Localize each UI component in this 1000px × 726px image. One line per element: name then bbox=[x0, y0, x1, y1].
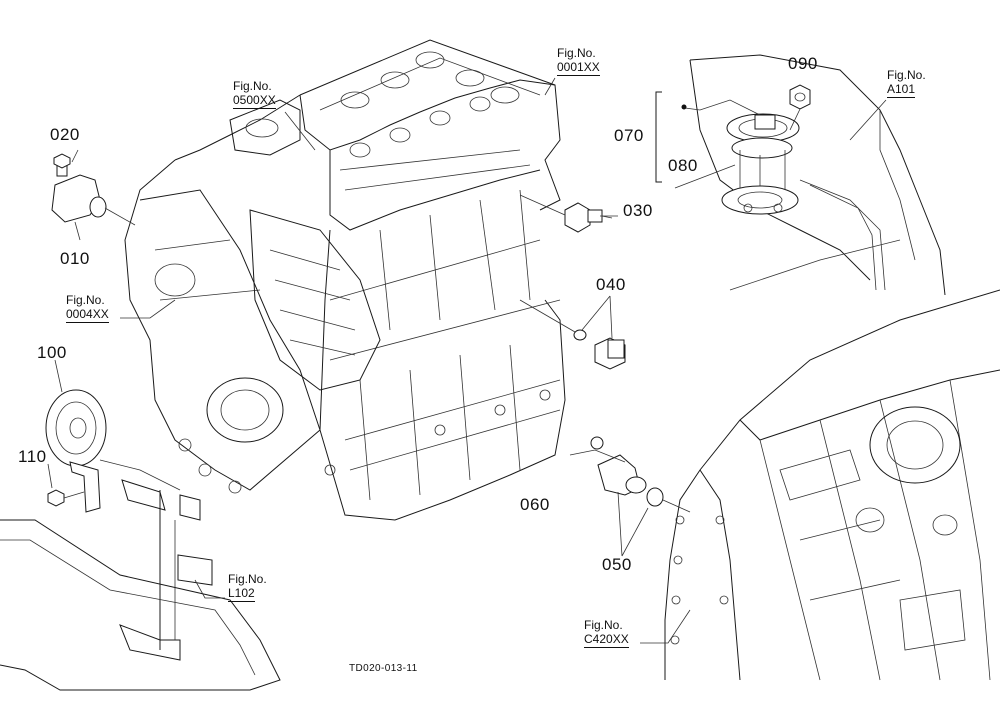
part-label-060: 060 bbox=[520, 495, 550, 514]
fig-ref-prefix: Fig.No. bbox=[557, 46, 596, 60]
fig-ref-prefix: Fig.No. bbox=[66, 293, 105, 307]
fig-ref-prefix: Fig.No. bbox=[887, 68, 926, 82]
fig-ref-c420xx[interactable]: Fig.No. C420XX bbox=[584, 618, 629, 648]
drawing-code: TD020-013-11 bbox=[349, 663, 418, 674]
sensor-050-060-drawing bbox=[569, 436, 691, 557]
part-label-020: 020 bbox=[50, 125, 80, 144]
transmission-case-drawing bbox=[664, 289, 1000, 681]
fig-ref-prefix: Fig.No. bbox=[584, 618, 623, 632]
sensor-010-020-drawing bbox=[51, 153, 136, 226]
fig-ref-l102[interactable]: Fig.No. L102 bbox=[228, 572, 267, 602]
part-label-040: 040 bbox=[596, 275, 626, 294]
fig-ref-a101[interactable]: Fig.No. A101 bbox=[887, 68, 926, 98]
reference-leader-lines bbox=[47, 77, 887, 644]
fig-ref-number: L102 bbox=[228, 586, 255, 602]
part-label-050: 050 bbox=[602, 555, 632, 574]
engine-block-drawing bbox=[124, 39, 566, 521]
fig-ref-number: A101 bbox=[887, 82, 916, 98]
part-label-080: 080 bbox=[668, 156, 698, 175]
fig-ref-number: 0001XX bbox=[557, 60, 600, 76]
fig-ref-number: 0004XX bbox=[66, 307, 109, 323]
fuel-sensor-assembly bbox=[655, 84, 811, 215]
platform-drawing bbox=[0, 519, 281, 691]
fig-ref-0004xx[interactable]: Fig.No. 0004XX bbox=[66, 293, 109, 323]
horn-assembly-drawing bbox=[45, 389, 213, 661]
part-label-110: 110 bbox=[18, 447, 47, 466]
part-label-090: 090 bbox=[788, 54, 818, 73]
fig-ref-prefix: Fig.No. bbox=[228, 572, 267, 586]
fig-ref-number: C420XX bbox=[584, 632, 629, 648]
part-label-070: 070 bbox=[614, 126, 644, 145]
fig-ref-0001xx[interactable]: Fig.No. 0001XX bbox=[557, 46, 600, 76]
fig-ref-0500xx[interactable]: Fig.No. 0500XX bbox=[233, 79, 276, 109]
fig-ref-prefix: Fig.No. bbox=[233, 79, 272, 93]
sensor-030-drawing bbox=[519, 194, 613, 233]
part-label-030: 030 bbox=[623, 201, 653, 220]
part-label-100: 100 bbox=[37, 343, 67, 362]
sensor-040-drawing bbox=[519, 295, 626, 370]
part-label-010: 010 bbox=[60, 249, 90, 268]
fig-ref-number: 0500XX bbox=[233, 93, 276, 109]
